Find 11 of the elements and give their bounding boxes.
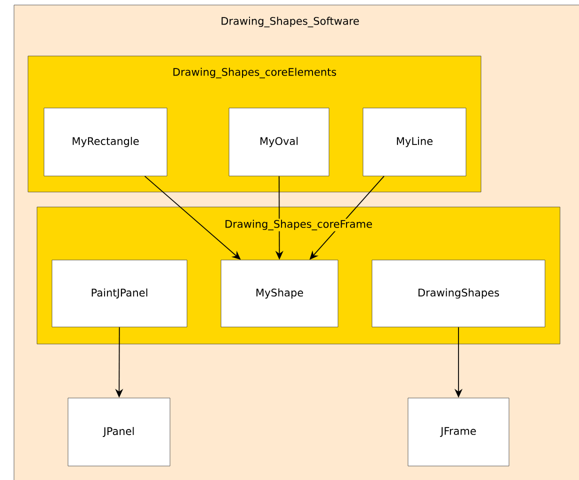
class-box: PaintJPanel [52,260,188,328]
cluster-title: Drawing_Shapes_coreElements [171,66,338,80]
class-box: JFrame [408,398,510,466]
class-box: JPanel [68,398,170,466]
class-box: MyRectangle [44,108,168,176]
class-box: DrawingShapes [372,260,546,328]
cluster-title: Drawing_Shapes_coreFrame [224,218,374,232]
cluster-title: Drawing_Shapes_Software [220,16,360,28]
class-box: MyOval [228,108,330,176]
class-box: MyLine [362,108,466,176]
class-box: MyShape [220,260,338,328]
